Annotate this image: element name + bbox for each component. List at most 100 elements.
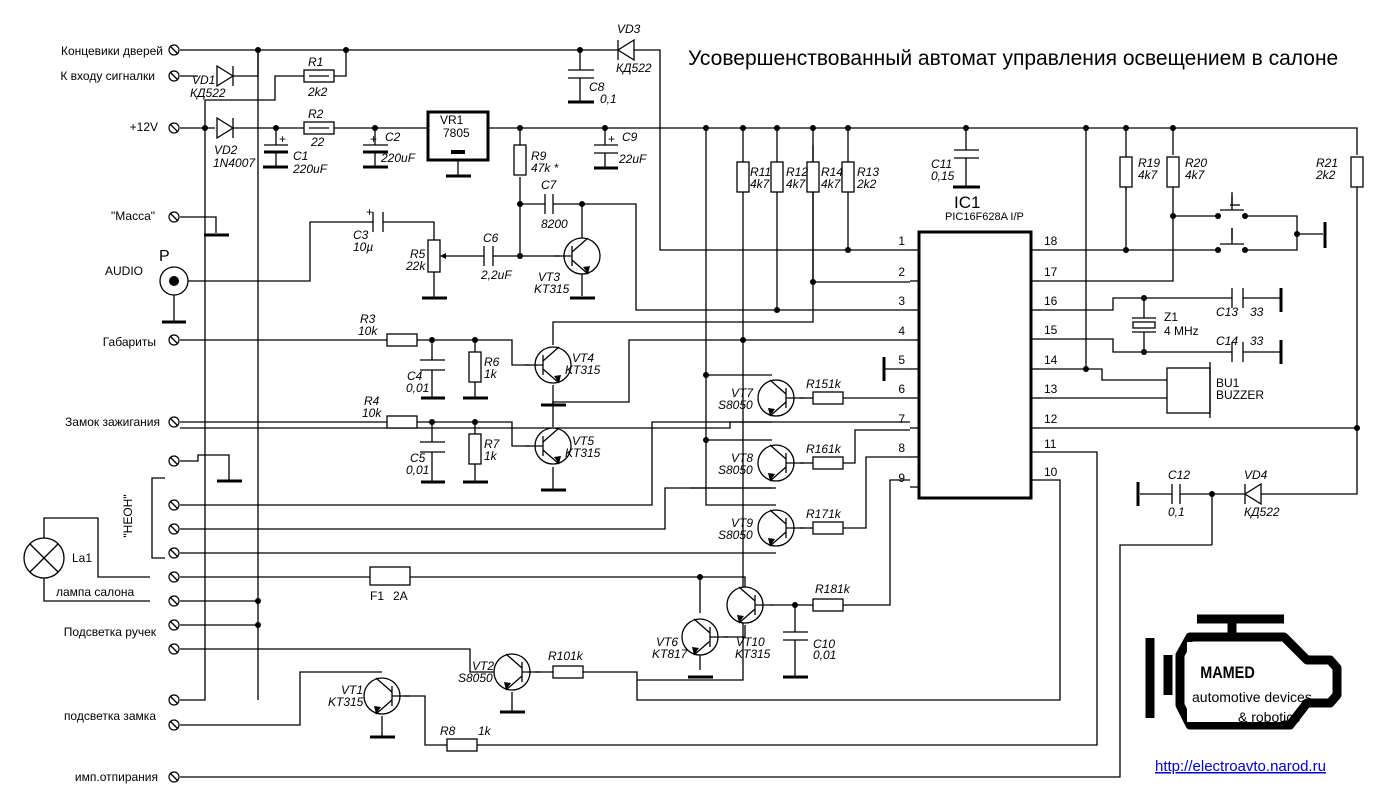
junction-dot [273, 125, 279, 131]
junction-dot [1242, 247, 1248, 253]
vr1-ref: VR1 [440, 113, 464, 127]
label-unlock: имп.отпирания [75, 770, 158, 784]
junction-dot [1215, 213, 1221, 219]
junction-dot [774, 125, 780, 131]
screw-terminal-8 [168, 499, 180, 511]
r1-val: 2k2 [307, 85, 328, 99]
vd2-val: 1N4007 [213, 156, 256, 170]
c5-ref: C5 [410, 451, 426, 465]
c2-ref: C2 [385, 130, 401, 144]
c4-val: 0,01 [406, 381, 429, 395]
screw-terminal-17 [168, 771, 180, 783]
junction-dot [697, 574, 703, 580]
c9-ref: C9 [622, 130, 638, 144]
r3-val: 10k [358, 324, 378, 338]
junction-dot [774, 307, 780, 313]
label-audio: AUDIO [105, 264, 143, 278]
junction-dot [1083, 366, 1089, 372]
junction-dot [810, 125, 816, 131]
vd1-val: КД522 [190, 86, 226, 100]
vt4-val: KT315 [565, 363, 601, 377]
pushbutton-1 [1220, 192, 1244, 211]
label-handles: Подсветка ручек [64, 625, 157, 639]
vt6-ref: VT6 [656, 635, 678, 649]
resistor-r17 [812, 521, 844, 535]
r14-val: 4k7 [821, 177, 842, 191]
junction-dot [602, 125, 608, 131]
terminal-blocks [168, 44, 180, 783]
diode-vd4 [1243, 482, 1262, 506]
label-alarm: К входу сигналки [60, 69, 155, 83]
r21-val: 2k2 [1315, 168, 1336, 182]
z1-val: 4 MHz [1164, 324, 1199, 338]
ic1-pin-7: 7 [898, 412, 905, 426]
screw-terminal-11 [168, 571, 180, 583]
resistor-r3 [386, 333, 418, 347]
screw-terminal-13 [168, 619, 180, 631]
vt7-ref: VT7 [731, 386, 754, 400]
r18-label: R181k [815, 582, 851, 596]
junction-dot [703, 125, 709, 131]
junction-dot [703, 372, 709, 378]
component-labels: VD1 КД522 R1 2k2 R2 22 VD2 1N4007 C1 220… [190, 22, 1338, 738]
vt1-ref: VT1 [341, 683, 363, 697]
f1-ref: F1 [370, 589, 384, 603]
r9-ref: R9 [531, 149, 547, 163]
c1-val: 220uF [292, 162, 328, 176]
r9-val: 47k * [531, 161, 559, 175]
diode-vd1 [216, 64, 235, 88]
ic-pic16f628a [917, 230, 1033, 500]
c12-ref: C12 [1168, 468, 1190, 482]
label-gabarity: Габариты [103, 335, 156, 349]
r16-label: R161k [806, 442, 842, 456]
ic1-pin-leads [910, 249, 1040, 488]
r20-val: 4k7 [1185, 168, 1206, 182]
r8-val: 1k [478, 724, 492, 738]
c9-val: 22uF [618, 152, 647, 166]
svg-text:+: + [608, 132, 615, 146]
junction-dot [579, 201, 585, 207]
ic1-pin-17: 17 [1044, 265, 1058, 279]
schematic-title: Усовершенствованный автомат управления о… [688, 47, 1338, 70]
c1-ref: C1 [293, 149, 308, 163]
vt3-val: KT315 [534, 282, 570, 296]
junction-dot [255, 598, 261, 604]
vt3-ref: VT3 [538, 270, 560, 284]
screw-terminal-6 [168, 416, 180, 428]
label-ground: "Масса" [111, 209, 155, 223]
r11-ref: R11 [750, 165, 771, 179]
website-link[interactable]: http://electroavto.narod.ru [1155, 758, 1326, 775]
capacitor-c2 [363, 144, 388, 154]
label-12v: +12V [130, 120, 158, 134]
junction-dot [429, 337, 435, 343]
junction-dot [1294, 231, 1300, 237]
vd2-ref: VD2 [214, 143, 238, 157]
ic1-ref: IC1 [954, 193, 980, 212]
capacitor-c12 [1171, 484, 1181, 504]
resistor-r16 [812, 456, 844, 470]
c8-ref: C8 [589, 80, 605, 94]
r15-label: R151k [806, 377, 842, 391]
ic1-pin-16: 16 [1044, 294, 1058, 308]
resistor-r14 [806, 161, 820, 193]
ic1-pin-3: 3 [898, 294, 905, 308]
r4-val: 10k [362, 406, 382, 420]
label-ignition: Замок зажигания [65, 415, 160, 429]
transistor-vt1 [363, 677, 410, 715]
resistor-r9 [513, 144, 527, 176]
vt2-ref: VT2 [472, 659, 494, 673]
r13-ref: R13 [857, 165, 879, 179]
c13-ref: C13 [1216, 305, 1238, 319]
resistor-r6 [468, 351, 482, 383]
vd4-val: КД522 [1244, 505, 1280, 519]
resistor-r7 [468, 433, 482, 465]
logo-line1: automotive devices [1192, 689, 1312, 705]
ic1-pin-11: 11 [1044, 437, 1057, 451]
capacitor-c5 [420, 441, 445, 453]
resistor-r20 [1166, 156, 1180, 188]
junction-dot [255, 622, 261, 628]
junction-dot [1141, 349, 1147, 355]
c3-val: 10µ [353, 240, 373, 254]
screw-terminal-16 [168, 719, 180, 731]
junction-dot [372, 125, 378, 131]
